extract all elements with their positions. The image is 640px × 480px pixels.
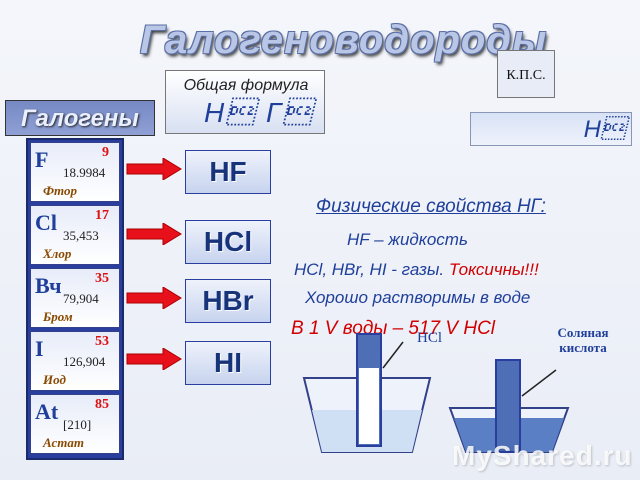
- page-title: Галогеноводороды: [140, 18, 548, 62]
- element-cell-f: F 9 18.9984 Фтор: [30, 142, 120, 202]
- general-formula-box: Общая формула H Г: [165, 70, 325, 134]
- dissolution-diagram: [302, 333, 570, 453]
- property-line-3: Хорошо растворимы в воде: [305, 288, 531, 307]
- kps-box: К.П.С.: [497, 50, 555, 98]
- element-name: Хлор: [43, 246, 72, 261]
- element-symbol: At: [35, 399, 59, 424]
- arrow-right-icon: [126, 223, 182, 245]
- pointer-line: [521, 369, 557, 397]
- element-name: Бром: [43, 309, 73, 324]
- arrow-right-icon: [126, 287, 182, 309]
- properties-title: Физические свойства НГ:: [316, 196, 546, 217]
- element-cell-br: Вч 35 79,904 Бром: [30, 268, 120, 328]
- toxic-warning: Токсичны!!!: [448, 260, 539, 279]
- element-name: Иод: [43, 372, 66, 387]
- property-line-2: HCl, HBr, HI - газы. Токсичны!!!: [294, 260, 539, 280]
- pointer-line: [382, 341, 404, 369]
- acid-label: HI: [214, 347, 242, 378]
- element-name: Фтор: [43, 183, 77, 198]
- acid-label: HF: [209, 156, 247, 187]
- element-number: 9: [102, 145, 109, 160]
- element-mass: 79,904: [63, 291, 99, 306]
- halogens-header-label: Галогены: [21, 105, 139, 132]
- property-line-4: В 1 V воды – 517 V HCl: [291, 318, 496, 339]
- element-mass: 35,453: [63, 228, 99, 243]
- property-line-2-text: HCl, HBr, HI - газы.: [294, 260, 445, 279]
- acid-label: HBr: [202, 285, 254, 316]
- property-line-1: HF – жидкость: [347, 230, 468, 249]
- element-number: 53: [95, 334, 109, 349]
- element-symbol: F: [35, 147, 49, 172]
- acid-box-hf: HF: [185, 150, 271, 194]
- element-cell-i: I 53 126,904 Иод: [30, 331, 120, 391]
- element-name: Астат: [43, 435, 84, 450]
- left-tube-liquid: [359, 368, 379, 444]
- hydrochloric-acid-label: Соляная кислота: [557, 325, 609, 355]
- general-formula-label: Общая формула: [183, 77, 309, 94]
- right-tube: [495, 359, 521, 453]
- element-cell-cl: Cl 17 35,453 Хлор: [30, 205, 120, 265]
- element-symbol: Cl: [35, 210, 57, 235]
- formula-bar: H: [470, 112, 632, 146]
- watermark: MyShared.ru: [452, 440, 633, 471]
- element-mass: [210]: [63, 417, 92, 432]
- element-number: 85: [95, 397, 109, 412]
- acid-label: HCl: [203, 226, 253, 257]
- kps-text: К.П.С.: [506, 68, 546, 83]
- element-symbol: I: [35, 336, 44, 361]
- acid-box-hi: HI: [185, 341, 271, 385]
- element-cell-at: At 85 [210] Астат: [30, 394, 120, 454]
- arrow-right-icon: [126, 158, 182, 180]
- element-number: 35: [95, 271, 109, 286]
- element-symbol: Вч: [35, 273, 62, 298]
- element-mass: 126,904: [63, 354, 106, 369]
- arrow-right-icon: [126, 348, 182, 370]
- acid-box-hbr: HBr: [185, 279, 271, 323]
- halogens-column: F 9 18.9984 Фтор Cl 17 35,453 Хлор Вч 35…: [26, 138, 124, 460]
- halogens-header: Галогены: [5, 100, 155, 136]
- general-formula-value: H Г: [204, 97, 314, 128]
- formula-bar-text: H: [583, 116, 625, 143]
- element-mass: 18.9984: [63, 165, 106, 180]
- element-number: 17: [95, 208, 109, 223]
- hcl-diagram-label: HCl: [417, 330, 443, 346]
- acid-box-hcl: HCl: [185, 220, 271, 264]
